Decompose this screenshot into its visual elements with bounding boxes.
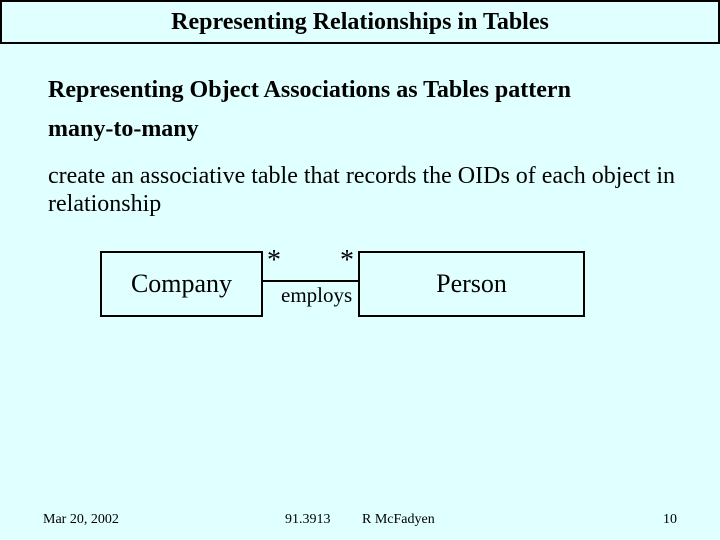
footer-course-number: 91.3913 — [285, 512, 331, 527]
entity-label-person: Person — [436, 269, 507, 298]
entity-box-company: Company — [100, 251, 263, 317]
multiplicity-right: * — [340, 245, 354, 276]
entity-label-company: Company — [130, 269, 233, 298]
entity-box-person: Person — [358, 251, 585, 317]
slide-title-bar: Representing Relationships in Tables — [0, 0, 720, 44]
footer-page-number: 10 — [663, 512, 677, 527]
association-label: employs — [281, 283, 353, 307]
footer-author: R McFadyen — [362, 512, 435, 527]
body-heading: Representing Object Associations as Tabl… — [48, 77, 571, 103]
association-line — [263, 280, 358, 282]
body-subheading: many-to-many — [48, 116, 199, 142]
footer-date: Mar 20, 2002 — [43, 512, 119, 527]
slide-title: Representing Relationships in Tables — [171, 8, 549, 35]
multiplicity-left: * — [267, 245, 281, 276]
body-paragraph: create an associative table that records… — [48, 163, 676, 217]
